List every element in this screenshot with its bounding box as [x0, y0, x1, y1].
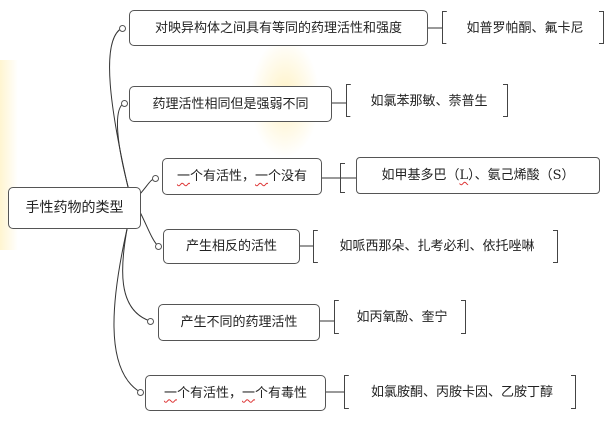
leaf-6-bracket — [344, 375, 349, 409]
leaf-2-label: 如氯苯那敏、萘普生 — [370, 93, 488, 109]
leaf-4-bracket — [313, 230, 318, 263]
leaf-4-bracket-right — [553, 230, 558, 263]
branch-6-part-1: 一 — [163, 385, 177, 401]
root-label: 手性药物的类型 — [25, 200, 124, 216]
root-node[interactable]: 手性药物的类型 — [8, 187, 141, 229]
connector-branch-4 — [139, 211, 159, 247]
leaf-2-bracket — [346, 84, 351, 117]
leaf-6-label: 如氯胺酮、丙胺卡因、乙胺丁醇 — [370, 384, 553, 400]
branch-node-3[interactable]: 一个有活性，一个没有 — [162, 158, 322, 195]
branch-node-2[interactable]: 药理活性相同但是强弱不同 — [129, 86, 332, 122]
leaf-3-bracket — [340, 163, 345, 193]
branch-5-label: 产生不同的药理活性 — [180, 315, 298, 330]
branch-3-part-2: 个有活性， — [189, 169, 255, 184]
leaf-node-1[interactable]: 如普罗帕酮、氟卡尼 — [446, 10, 604, 46]
leaf-3-part-3: ）、氨己烯酸（S） — [468, 168, 575, 183]
branch-5-handle[interactable] — [147, 318, 154, 325]
branch-node-1[interactable]: 对映异构体之间具有等同的药理活性和强度 — [129, 10, 428, 46]
branch-3-handle[interactable] — [152, 175, 159, 182]
leaf-node-2[interactable]: 如氯苯那敏、萘普生 — [350, 83, 508, 119]
leaf-5-label: 如丙氧酚、奎宁 — [356, 309, 448, 325]
leaf-2-bracket-right — [503, 84, 508, 117]
leaf-3-part-2: L — [459, 168, 469, 183]
leaf-node-5[interactable]: 如丙氧酚、奎宁 — [338, 299, 466, 335]
leaf-4-label: 如哌西那朵、扎考必利、依托唑啉 — [339, 239, 535, 254]
leaf-6-bracket-right — [571, 375, 576, 409]
branch-3-part-3: 一 — [255, 169, 269, 184]
branch-node-6[interactable]: 一个有活性，一个有毒性 — [145, 375, 326, 411]
branch-3-part-1: 一 — [176, 169, 190, 184]
leaf-1-bracket — [442, 11, 447, 44]
leaf-5-bracket-right — [461, 300, 466, 334]
branch-6-part-4: 个有毒性 — [255, 385, 308, 401]
connector-branch-2 — [116, 102, 131, 195]
branch-3-part-4: 个没有 — [268, 169, 308, 184]
connector-branch-6 — [113, 215, 141, 393]
branch-2-handle[interactable] — [121, 100, 128, 107]
leaf-1-label: 如普罗帕酮、氟卡尼 — [466, 20, 584, 36]
branch-6-handle[interactable] — [137, 389, 144, 396]
branch-6-part-2: 个有活性， — [176, 385, 242, 401]
leaf-3-part-1: 如甲基多巴（ — [381, 168, 460, 183]
branch-2-label: 药理活性相同但是强弱不同 — [152, 96, 309, 112]
leaf-node-3[interactable]: 如甲基多巴（L）、氨己烯酸（S） — [356, 157, 600, 194]
leaf-node-4[interactable]: 如哌西那朵、扎考必利、依托唑啉 — [317, 229, 557, 264]
branch-6-label: 一个有活性，一个有毒性 — [164, 387, 307, 400]
branch-4-handle[interactable] — [155, 243, 162, 250]
branch-6-part-3: 一 — [242, 385, 256, 401]
connector-branch-1 — [109, 27, 131, 197]
leaf-1-bracket-right — [599, 11, 604, 44]
branch-1-label: 对映异构体之间具有等同的药理活性和强度 — [154, 20, 402, 36]
branch-node-4[interactable]: 产生相反的活性 — [163, 229, 300, 264]
branch-4-label: 产生相反的活性 — [185, 239, 277, 254]
branch-3-label: 一个有活性，一个没有 — [177, 170, 307, 183]
branch-node-5[interactable]: 产生不同的药理活性 — [158, 304, 320, 341]
leaf-3-label: 如甲基多巴（L）、氨己烯酸（S） — [381, 169, 574, 182]
branch-1-handle[interactable] — [119, 25, 126, 32]
leaf-node-6[interactable]: 如氯胺酮、丙胺卡因、乙胺丁醇 — [348, 374, 576, 410]
leaf-5-bracket — [334, 300, 339, 334]
